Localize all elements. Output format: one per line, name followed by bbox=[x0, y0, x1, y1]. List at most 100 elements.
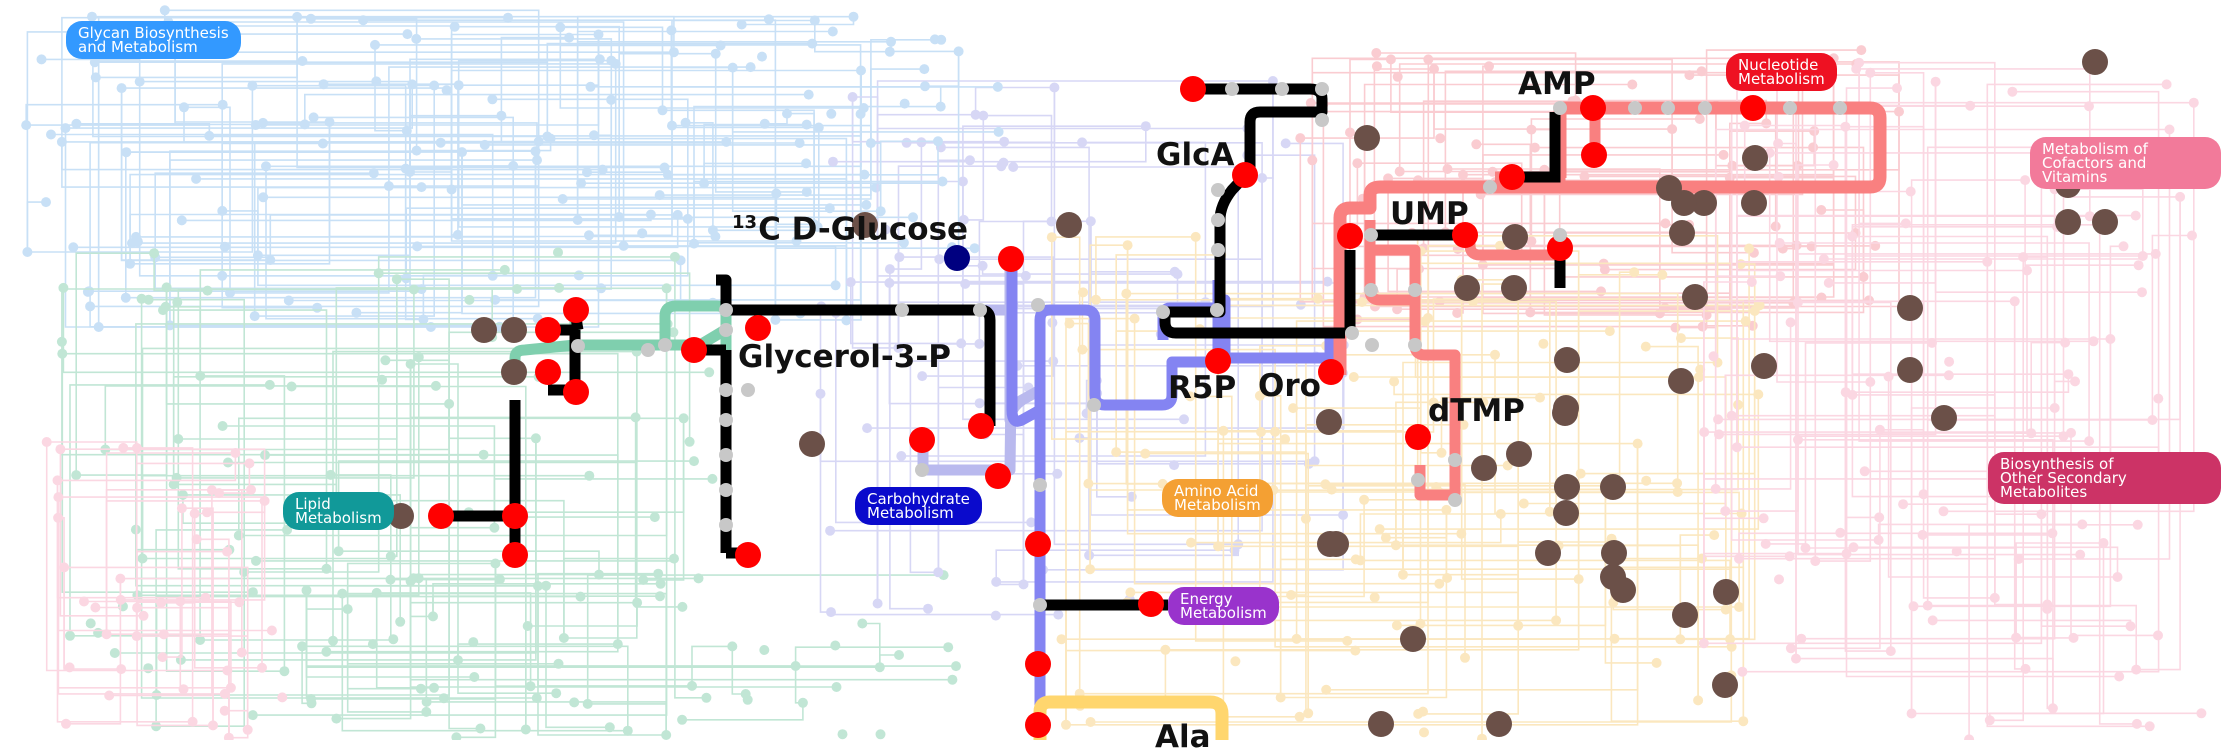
intermediate-metabolite-node[interactable] bbox=[641, 343, 655, 357]
unlabeled-metabolite-node[interactable] bbox=[1506, 441, 1532, 467]
unlabeled-metabolite-node[interactable] bbox=[799, 431, 825, 457]
unlabeled-metabolite-node[interactable] bbox=[2092, 209, 2118, 235]
labeled-metabolite-node[interactable] bbox=[1499, 164, 1525, 190]
unlabeled-metabolite-node[interactable] bbox=[1368, 711, 1394, 737]
intermediate-metabolite-node[interactable] bbox=[1345, 326, 1359, 340]
intermediate-metabolite-node[interactable] bbox=[719, 448, 733, 462]
lipid-category-badge[interactable]: Lipid Metabolism bbox=[283, 492, 394, 530]
nucleotide-category-badge[interactable]: Nucleotide Metabolism bbox=[1726, 53, 1837, 91]
labeled-metabolite-node[interactable] bbox=[502, 503, 528, 529]
intermediate-metabolite-node[interactable] bbox=[1225, 82, 1239, 96]
unlabeled-metabolite-node[interactable] bbox=[1741, 190, 1767, 216]
unlabeled-metabolite-node[interactable] bbox=[501, 359, 527, 385]
labeled-metabolite-node[interactable] bbox=[1025, 531, 1051, 557]
intermediate-metabolite-node[interactable] bbox=[1408, 283, 1422, 297]
intermediate-metabolite-node[interactable] bbox=[719, 518, 733, 532]
unlabeled-metabolite-node[interactable] bbox=[1601, 540, 1627, 566]
unlabeled-metabolite-node[interactable] bbox=[1486, 711, 1512, 737]
intermediate-metabolite-node[interactable] bbox=[741, 383, 755, 397]
energy-category-badge[interactable]: Energy Metabolism bbox=[1168, 587, 1279, 625]
unlabeled-metabolite-node[interactable] bbox=[1751, 353, 1777, 379]
unlabeled-metabolite-node[interactable] bbox=[1742, 145, 1768, 171]
unlabeled-metabolite-node[interactable] bbox=[1552, 400, 1578, 426]
unlabeled-metabolite-node[interactable] bbox=[1501, 275, 1527, 301]
intermediate-metabolite-node[interactable] bbox=[1364, 228, 1378, 242]
labeled-metabolite-node[interactable] bbox=[1025, 651, 1051, 677]
intermediate-metabolite-node[interactable] bbox=[1553, 228, 1567, 242]
unlabeled-metabolite-node[interactable] bbox=[1897, 295, 1923, 321]
unlabeled-metabolite-node[interactable] bbox=[1610, 577, 1636, 603]
labeled-metabolite-node[interactable] bbox=[1740, 95, 1766, 121]
intermediate-metabolite-node[interactable] bbox=[1783, 101, 1797, 115]
carbohydrate-category-badge[interactable]: Carbohydrate Metabolism bbox=[855, 487, 982, 525]
intermediate-metabolite-node[interactable] bbox=[1033, 478, 1047, 492]
intermediate-metabolite-node[interactable] bbox=[719, 413, 733, 427]
unlabeled-metabolite-node[interactable] bbox=[1668, 368, 1694, 394]
unlabeled-metabolite-node[interactable] bbox=[1672, 602, 1698, 628]
unlabeled-metabolite-node[interactable] bbox=[1400, 626, 1426, 652]
labeled-metabolite-node[interactable] bbox=[1180, 76, 1206, 102]
glucose-source-node[interactable] bbox=[944, 245, 970, 271]
intermediate-metabolite-node[interactable] bbox=[1156, 305, 1170, 319]
intermediate-metabolite-node[interactable] bbox=[719, 383, 733, 397]
unlabeled-metabolite-node[interactable] bbox=[1553, 500, 1579, 526]
labeled-metabolite-node[interactable] bbox=[1025, 712, 1051, 738]
labeled-metabolite-node[interactable] bbox=[745, 315, 771, 341]
cofactors-category-badge[interactable]: Metabolism of Cofactors and Vitamins bbox=[2030, 137, 2221, 189]
labeled-metabolite-node[interactable] bbox=[563, 379, 589, 405]
intermediate-metabolite-node[interactable] bbox=[1211, 183, 1225, 197]
intermediate-metabolite-node[interactable] bbox=[1033, 598, 1047, 612]
unlabeled-metabolite-node[interactable] bbox=[1682, 284, 1708, 310]
intermediate-metabolite-node[interactable] bbox=[915, 463, 929, 477]
unlabeled-metabolite-node[interactable] bbox=[2055, 209, 2081, 235]
unlabeled-metabolite-node[interactable] bbox=[1671, 190, 1697, 216]
intermediate-metabolite-node[interactable] bbox=[1483, 180, 1497, 194]
glycan-category-badge[interactable]: Glycan Biosynthesis and Metabolism bbox=[66, 21, 241, 59]
intermediate-metabolite-node[interactable] bbox=[1698, 101, 1712, 115]
unlabeled-metabolite-node[interactable] bbox=[1712, 672, 1738, 698]
intermediate-metabolite-node[interactable] bbox=[1031, 298, 1045, 312]
intermediate-metabolite-node[interactable] bbox=[1411, 473, 1425, 487]
intermediate-metabolite-node[interactable] bbox=[895, 303, 909, 317]
intermediate-metabolite-node[interactable] bbox=[1553, 101, 1567, 115]
intermediate-metabolite-node[interactable] bbox=[1628, 101, 1642, 115]
unlabeled-metabolite-node[interactable] bbox=[1454, 275, 1480, 301]
intermediate-metabolite-node[interactable] bbox=[1087, 398, 1101, 412]
intermediate-metabolite-node[interactable] bbox=[1315, 82, 1329, 96]
labeled-metabolite-node[interactable] bbox=[1318, 359, 1344, 385]
intermediate-metabolite-node[interactable] bbox=[1211, 213, 1225, 227]
labeled-metabolite-node[interactable] bbox=[563, 297, 589, 323]
unlabeled-metabolite-node[interactable] bbox=[1056, 212, 1082, 238]
intermediate-metabolite-node[interactable] bbox=[1833, 101, 1847, 115]
unlabeled-metabolite-node[interactable] bbox=[1897, 357, 1923, 383]
labeled-metabolite-node[interactable] bbox=[735, 542, 761, 568]
unlabeled-metabolite-node[interactable] bbox=[501, 317, 527, 343]
labeled-metabolite-node[interactable] bbox=[502, 542, 528, 568]
intermediate-metabolite-node[interactable] bbox=[1448, 453, 1462, 467]
labeled-metabolite-node[interactable] bbox=[909, 427, 935, 453]
unlabeled-metabolite-node[interactable] bbox=[2082, 49, 2108, 75]
intermediate-metabolite-node[interactable] bbox=[1315, 113, 1329, 127]
labeled-metabolite-node[interactable] bbox=[968, 413, 994, 439]
unlabeled-metabolite-node[interactable] bbox=[1316, 409, 1342, 435]
unlabeled-metabolite-node[interactable] bbox=[1502, 224, 1528, 250]
labeled-metabolite-node[interactable] bbox=[1581, 142, 1607, 168]
labeled-metabolite-node[interactable] bbox=[998, 246, 1024, 272]
labeled-metabolite-node[interactable] bbox=[428, 503, 454, 529]
labeled-metabolite-node[interactable] bbox=[681, 337, 707, 363]
unlabeled-metabolite-node[interactable] bbox=[1713, 579, 1739, 605]
intermediate-metabolite-node[interactable] bbox=[571, 339, 585, 353]
intermediate-metabolite-node[interactable] bbox=[1448, 493, 1462, 507]
secondary-metabolites-category-badge[interactable]: Biosynthesis of Other Secondary Metaboli… bbox=[1988, 452, 2221, 504]
intermediate-metabolite-node[interactable] bbox=[719, 303, 733, 317]
labeled-metabolite-node[interactable] bbox=[1337, 223, 1363, 249]
intermediate-metabolite-node[interactable] bbox=[1364, 283, 1378, 297]
intermediate-metabolite-node[interactable] bbox=[719, 483, 733, 497]
labeled-metabolite-node[interactable] bbox=[985, 463, 1011, 489]
intermediate-metabolite-node[interactable] bbox=[1275, 82, 1289, 96]
intermediate-metabolite-node[interactable] bbox=[1661, 101, 1675, 115]
unlabeled-metabolite-node[interactable] bbox=[1535, 540, 1561, 566]
intermediate-metabolite-node[interactable] bbox=[658, 338, 672, 352]
unlabeled-metabolite-node[interactable] bbox=[1554, 347, 1580, 373]
amino-acid-category-badge[interactable]: Amino Acid Metabolism bbox=[1162, 479, 1273, 517]
